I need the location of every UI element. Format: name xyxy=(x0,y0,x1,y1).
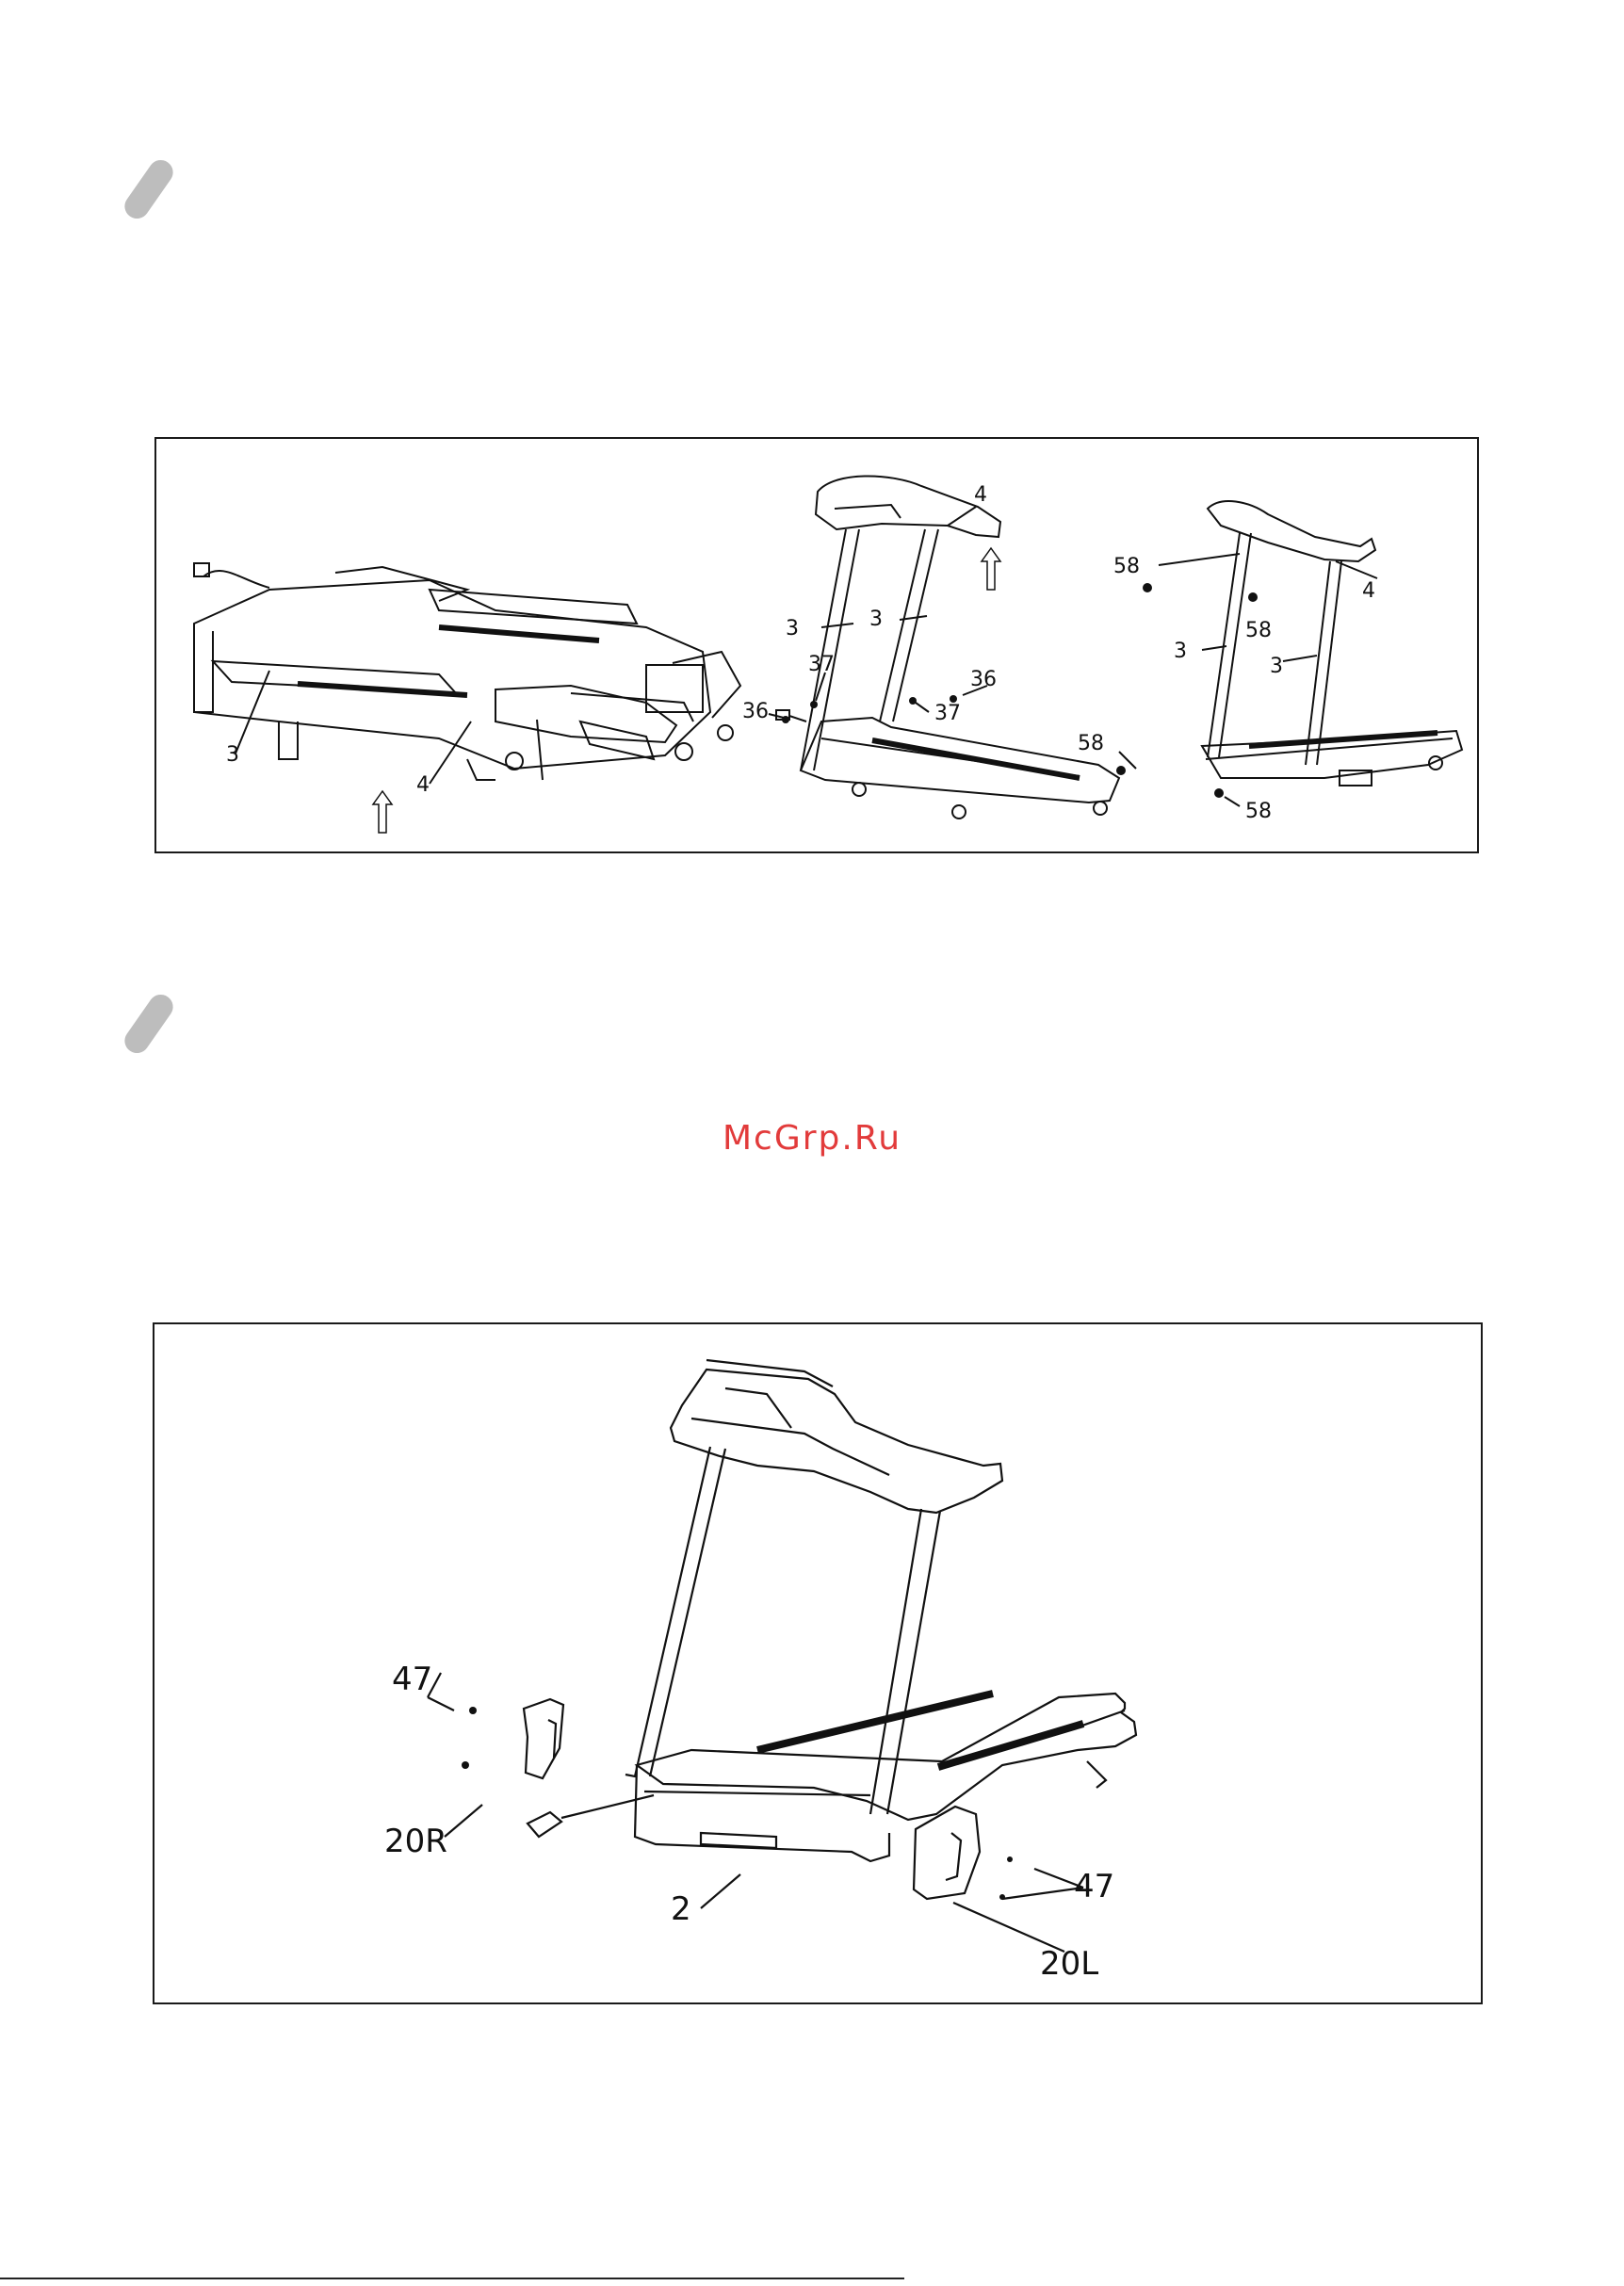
leader-4-mid xyxy=(948,507,976,526)
treadmill-assembled-drawing xyxy=(524,1360,1136,1899)
washer-37-bottom xyxy=(909,697,917,705)
label-3-right-right: 3 xyxy=(1270,655,1283,678)
leader-3-right-right xyxy=(1283,656,1317,661)
bolt-58-bottom-mid xyxy=(1214,788,1224,798)
leader-3-mid-left xyxy=(821,624,853,627)
arrow-up-left xyxy=(373,791,392,833)
label-4-left: 4 xyxy=(416,773,430,797)
leader-2 xyxy=(701,1874,740,1908)
leader-58-bottom-mid xyxy=(1225,797,1240,806)
assembly-figure-1: 3 4 4 3 3 37 36 36 37 58 4 58 3 3 58 58 xyxy=(154,437,1479,853)
assembly-figure-2: 47 20R 2 47 20L xyxy=(153,1322,1483,2004)
figure-2-drawing: 47 20R 2 47 20L xyxy=(154,1324,1485,2006)
label-37-bottom: 37 xyxy=(934,702,961,725)
leader-47-bottom-b xyxy=(1002,1888,1083,1899)
step-marker-2 xyxy=(120,990,177,1058)
bolt-58-bottom-left xyxy=(1116,766,1126,775)
arrow-up-middle xyxy=(982,548,1000,590)
treadmill-upright-drawing xyxy=(776,476,1119,819)
treadmill-folded-drawing xyxy=(194,563,740,780)
leader-58-top-left xyxy=(1159,554,1240,565)
label-58-top-left: 58 xyxy=(1113,555,1140,578)
leader-4-right xyxy=(1336,561,1377,578)
label-20l: 20L xyxy=(1040,1945,1098,1983)
label-58-top-mid: 58 xyxy=(1245,619,1272,642)
leader-47-top-b xyxy=(428,1697,454,1710)
label-36-right: 36 xyxy=(970,668,997,691)
leader-20r xyxy=(445,1805,482,1837)
label-3-mid-left: 3 xyxy=(786,617,799,640)
bolt-58-top-left xyxy=(1143,583,1152,592)
label-3-left: 3 xyxy=(226,743,239,767)
leader-37-bottom xyxy=(916,703,929,712)
label-37-top: 37 xyxy=(808,653,835,676)
label-3-right-left: 3 xyxy=(1174,640,1187,663)
label-58-bottom-mid: 58 xyxy=(1245,800,1272,823)
screw-47-bottom-a xyxy=(1007,1856,1013,1862)
label-20r: 20R xyxy=(384,1823,447,1860)
step-marker-1 xyxy=(120,155,177,223)
treadmill-upright-belt xyxy=(872,740,1080,778)
screw-47-top-a xyxy=(469,1707,477,1714)
label-2: 2 xyxy=(671,1890,691,1928)
screw-47-top-b xyxy=(462,1761,469,1769)
label-3-mid-right: 3 xyxy=(869,608,883,631)
watermark: McGrp.Ru xyxy=(0,1119,1624,1158)
label-47-top: 47 xyxy=(392,1661,432,1698)
screw-47-bottom-b xyxy=(999,1894,1005,1900)
bolt-58-top-mid xyxy=(1248,592,1258,602)
label-36-left: 36 xyxy=(742,700,769,723)
leader-4-left xyxy=(430,721,471,784)
figure-1-drawing: 3 4 4 3 3 37 36 36 37 58 4 58 3 3 58 58 xyxy=(156,439,1481,855)
footer-rule xyxy=(0,2278,904,2279)
bolt-36-left xyxy=(782,716,789,723)
label-4-right: 4 xyxy=(1362,579,1375,603)
label-58-bottom-left: 58 xyxy=(1078,732,1104,755)
treadmill-right-belt xyxy=(1249,733,1437,746)
label-47-bottom: 47 xyxy=(1074,1868,1114,1905)
washer-37-top xyxy=(810,701,818,708)
label-4-mid: 4 xyxy=(974,483,987,507)
